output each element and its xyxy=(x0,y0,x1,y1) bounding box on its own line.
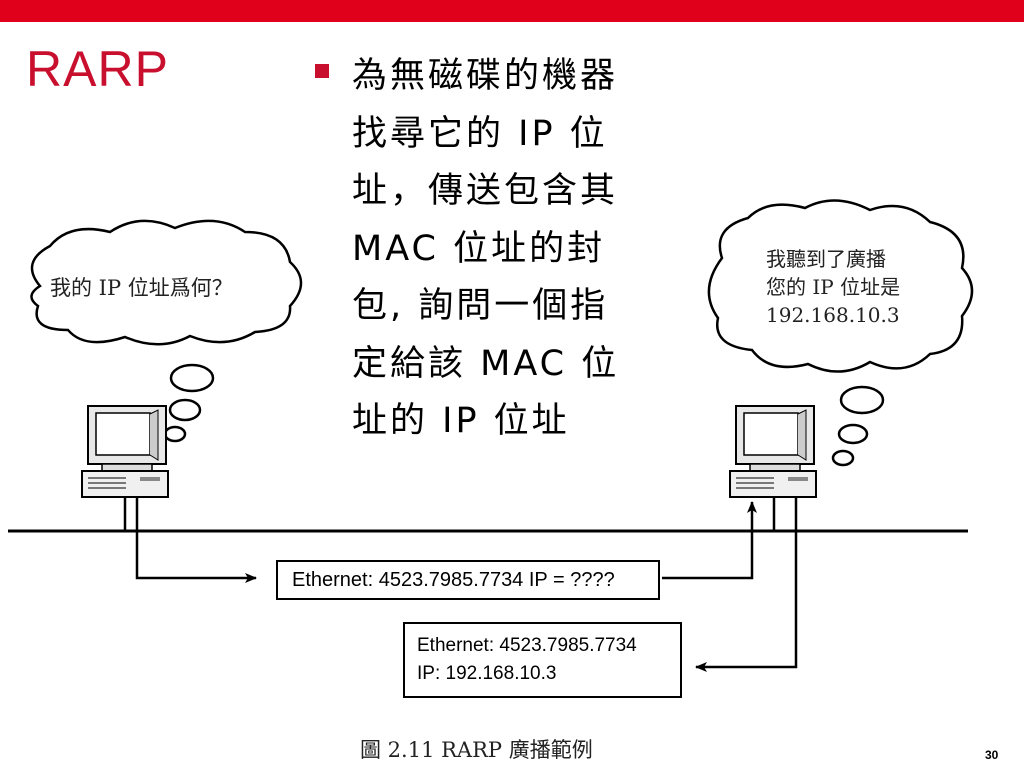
reply-packet-ethernet: Ethernet: 4523.7985.7734 xyxy=(417,635,637,656)
right-thought-cloud xyxy=(707,199,974,467)
right-host-thought-text: 我聽到了廣播 您的 IP 位址是 192.168.10.3 xyxy=(766,247,901,327)
request-arrow xyxy=(135,531,257,583)
right-computer-icon xyxy=(729,405,817,498)
bullet-text: 為無磁碟的機器 找尋它的 IP 位 址，傳送包含其 MAC 位址的封 包, 詢問… xyxy=(352,56,620,441)
left-computer-icon xyxy=(81,405,169,498)
bullet-square-icon xyxy=(315,64,329,78)
left-host-thought-text: 我的 IP 位址爲何？ xyxy=(50,276,233,300)
left-thought-cloud xyxy=(30,219,303,443)
rarp-request-packet: Ethernet: 4523.7985.7734 IP = ???? xyxy=(276,560,660,600)
figure-caption: 圖 2.11 RARP 廣播範例 xyxy=(360,738,593,762)
request-packet-text: Ethernet: 4523.7985.7734 IP = ???? xyxy=(292,569,615,591)
page-number: 30 xyxy=(985,748,999,762)
request-forward-arrow xyxy=(662,501,757,580)
slide-title: RARP xyxy=(26,41,169,97)
rarp-reply-packet: Ethernet: 4523.7985.7734 IP: 192.168.10.… xyxy=(403,622,682,698)
reply-packet-ip: IP: 192.168.10.3 xyxy=(417,663,557,684)
reply-arrow xyxy=(695,531,798,672)
top-accent-bar xyxy=(0,0,1024,22)
